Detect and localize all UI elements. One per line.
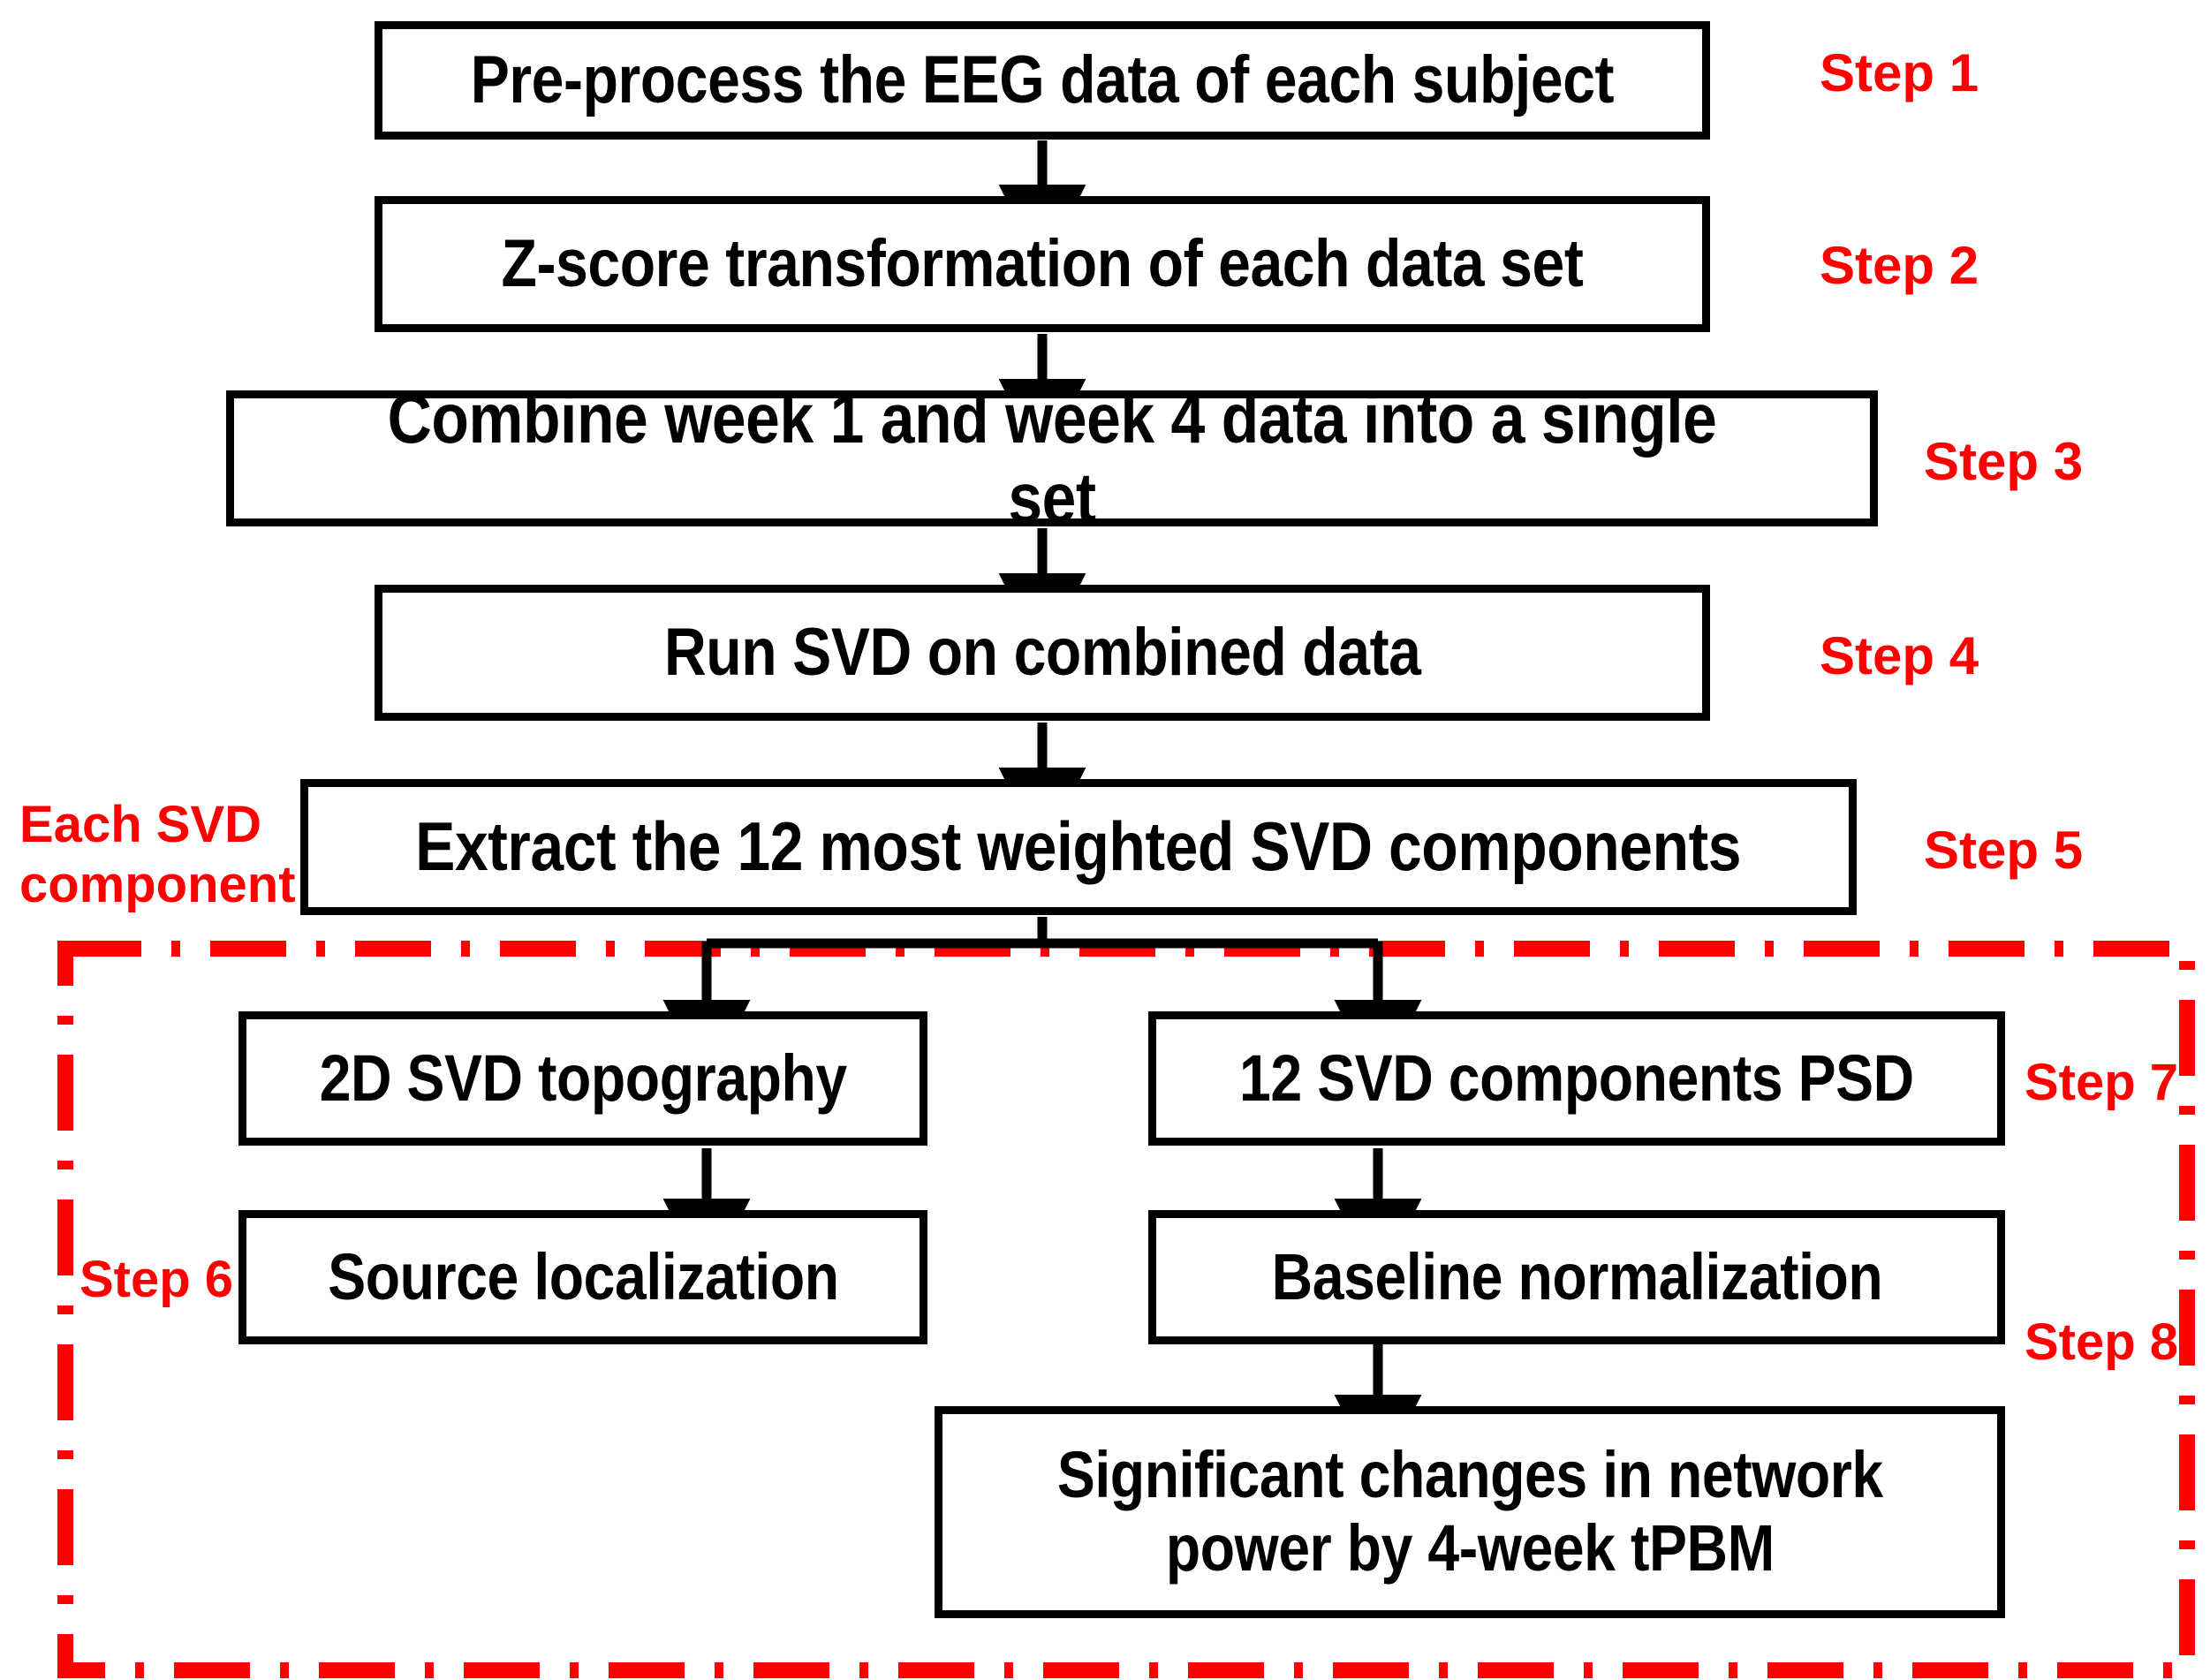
- box-zscore-transformation-label: Z-score transformation of each data set: [501, 226, 1584, 302]
- box-svd-components-psd-label: 12 SVD components PSD: [1239, 1041, 1914, 1115]
- box-significant-changes-label: Significant changes in network power by …: [1056, 1438, 1883, 1585]
- box-2d-svd-topography[interactable]: 2D SVD topography: [238, 1011, 927, 1146]
- step-label-5: Step 5: [1924, 821, 2084, 880]
- box-preprocess-eeg-label: Pre-process the EEG data of each subject: [470, 42, 1615, 118]
- box-source-localization-label: Source localization: [327, 1239, 839, 1313]
- box-baseline-normalization-label: Baseline normalization: [1271, 1239, 1882, 1313]
- step-label-6: Step 6: [79, 1251, 234, 1308]
- box-combine-weeks-label: Combine week 1 and week 4 data into a si…: [387, 379, 1717, 537]
- box-source-localization[interactable]: Source localization: [238, 1210, 927, 1344]
- step-label-7: Step 7: [2025, 1054, 2179, 1111]
- step-label-2: Step 2: [1820, 236, 1979, 295]
- box-extract-components[interactable]: Extract the 12 most weighted SVD compone…: [300, 779, 1857, 915]
- box-combine-weeks[interactable]: Combine week 1 and week 4 data into a si…: [226, 379, 1878, 537]
- step-label-8: Step 8: [2025, 1313, 2179, 1371]
- step-label-3: Step 3: [1924, 432, 2084, 491]
- box-zscore-transformation[interactable]: Z-score transformation of each data set: [375, 196, 1710, 332]
- box-2d-svd-topography-label: 2D SVD topography: [319, 1041, 847, 1115]
- box-run-svd-label: Run SVD on combined data: [663, 615, 1421, 691]
- box-preprocess-eeg[interactable]: Pre-process the EEG data of each subject: [375, 21, 1710, 140]
- box-svd-components-psd[interactable]: 12 SVD components PSD: [1148, 1011, 2005, 1146]
- each-svd-component-note: Each SVD component: [19, 796, 296, 914]
- box-extract-components-label: Extract the 12 most weighted SVD compone…: [415, 807, 1742, 886]
- box-run-svd[interactable]: Run SVD on combined data: [375, 585, 1710, 721]
- box-significant-changes[interactable]: Significant changes in network power by …: [935, 1406, 2005, 1618]
- step-label-1: Step 1: [1820, 43, 1979, 102]
- box-baseline-normalization[interactable]: Baseline normalization: [1148, 1210, 2005, 1344]
- step-label-4: Step 4: [1820, 626, 1979, 685]
